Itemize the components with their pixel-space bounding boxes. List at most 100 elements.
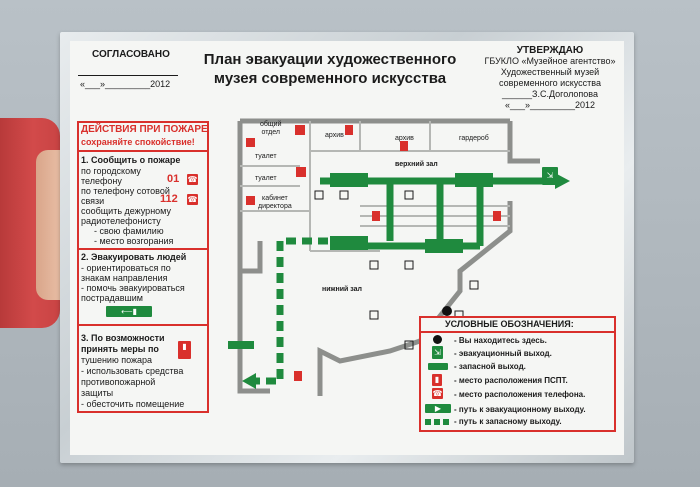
route-arrowhead xyxy=(555,173,570,189)
extinguisher-icon: ▮ xyxy=(432,374,442,386)
legend-title: УСЛОВНЫЕ ОБОЗНАЧЕНИЯ: xyxy=(445,319,574,329)
approve-block: УТВЕРЖДАЮ ГБУКЛО «Музейное агентство» Ху… xyxy=(475,45,625,111)
emergency-exit-icon: ⇲ xyxy=(542,167,558,185)
phone-marker xyxy=(246,196,255,205)
approve-date: «___»_________2012 xyxy=(504,100,596,110)
floor-plan xyxy=(228,118,570,396)
exit-door-icon: ⇲ xyxy=(432,346,443,359)
exhibit-stand xyxy=(339,190,349,200)
extinguisher-icon: ▮ xyxy=(178,341,191,359)
step3-line6: защиты xyxy=(81,388,114,398)
exhibit-stand xyxy=(314,190,324,200)
approve-title: УТВЕРЖДАЮ xyxy=(516,45,584,56)
approve-museum2: современного искусства xyxy=(499,78,601,88)
exhibit-stand xyxy=(404,190,414,200)
exit-sign xyxy=(455,173,493,187)
extinguisher-marker xyxy=(372,211,380,221)
phone-icon: ☎ xyxy=(432,388,443,399)
legend-you-are-here: - Вы находитесь здесь. xyxy=(454,336,547,345)
plan-title-line2: музея современного искусства xyxy=(213,70,447,87)
extinguisher-marker xyxy=(345,125,353,135)
extinguisher-marker xyxy=(493,211,501,221)
plan-title-line1: План эвакуации художественного xyxy=(203,51,457,68)
divider xyxy=(79,150,207,152)
room-toilet-1: туалет xyxy=(255,153,277,160)
extinguisher-marker xyxy=(295,125,305,135)
legend-panel xyxy=(419,316,616,432)
step1-title: 1. Сообщить о пожаре xyxy=(81,155,181,165)
step1-line7: радиотелефонисту xyxy=(81,216,161,226)
you-are-here-icon xyxy=(433,335,442,344)
exhibit-stand xyxy=(404,340,414,350)
approve-sign: ______З.С.Доголопова xyxy=(502,89,598,99)
step3-line7: - обесточить помещение xyxy=(81,399,185,409)
evacuation-arrow-icon: ⟵▮ xyxy=(106,306,152,317)
step1-line4: по телефону сотовой xyxy=(81,186,170,196)
spare-route-arrowhead xyxy=(242,373,256,389)
approve-org: ГБУКЛО «Музейное агентство» xyxy=(484,56,616,66)
room-label: директора xyxy=(258,203,292,210)
step2-line2: - ориентироваться по xyxy=(81,263,171,273)
agreed-title: СОГЛАСОВАНО xyxy=(92,49,170,60)
mobile-phone-number: 112 xyxy=(160,193,178,205)
step1-line3: телефону xyxy=(81,176,122,186)
exhibit-stand xyxy=(404,260,414,270)
fire-instructions-panel xyxy=(77,121,209,413)
exhibit-stand xyxy=(469,280,479,290)
fire-phone-number: 01 xyxy=(167,173,180,185)
spare-route-icon xyxy=(425,419,451,425)
stair-wall xyxy=(237,241,263,274)
divider xyxy=(79,248,207,250)
phone-icon: ☎ xyxy=(187,174,198,185)
step3-line2: принять меры по xyxy=(81,344,159,354)
exhibit-stand xyxy=(369,260,379,270)
exit-sign xyxy=(330,173,368,187)
fire-actions-subtitle: сохраняйте спокойствие! xyxy=(81,137,195,147)
room-lower-hall: нижний зал xyxy=(322,286,363,293)
room-toilet-2: туалет xyxy=(255,175,277,182)
step2-line3: знакам направления xyxy=(81,273,168,283)
step1-line5: связи xyxy=(81,196,105,206)
room-label: кабинет xyxy=(261,195,288,202)
exit-sign xyxy=(330,236,368,250)
evacuation-plan-sheet: СОГЛАСОВАНО «___»_________2012 План эвак… xyxy=(70,41,624,455)
exhibit-stand xyxy=(369,310,379,320)
spare-exit-marker xyxy=(228,341,254,349)
step1-line2: по городскому xyxy=(81,166,141,176)
legend-evac-exit: - эвакуационный выход. xyxy=(454,349,552,358)
step3-line1: 3. По возможности xyxy=(81,333,165,343)
phone-marker xyxy=(246,138,255,147)
step1-line8: - свою фамилию xyxy=(94,226,164,236)
legend-evac-route: - путь к эвакуационному выходу. xyxy=(454,405,586,414)
step2-title: 2. Эвакуировать людей xyxy=(81,252,187,262)
step2-line5: пострадавшим xyxy=(81,293,143,303)
room-label: отдел xyxy=(261,129,281,136)
room-archive-1: архив xyxy=(325,132,344,139)
exit-sign xyxy=(425,239,463,253)
you-are-here-marker xyxy=(442,306,452,316)
divider xyxy=(421,331,614,333)
fire-actions-title: ДЕЙСТВИЯ ПРИ ПОЖАРЕ xyxy=(81,124,208,135)
step1-line6: сообщить дежурному xyxy=(81,206,171,216)
extinguisher-marker xyxy=(400,141,408,151)
step3-line4: - использовать средства xyxy=(81,366,184,376)
legend-spare-route: - путь к запасному выходу. xyxy=(454,417,562,426)
step2-line4: - помочь эвакуироваться xyxy=(81,283,185,293)
divider xyxy=(79,324,207,326)
room-upper-hall: верхний зал xyxy=(395,161,438,168)
spare-exit-icon xyxy=(428,363,448,370)
extinguisher-marker xyxy=(294,371,302,381)
legend-spare-exit: - запасной выход. xyxy=(454,362,526,371)
outer-wall xyxy=(237,271,270,394)
step3-line5: противопожарной xyxy=(81,377,156,387)
room-wardrobe: гардероб xyxy=(459,135,489,142)
spare-route xyxy=(255,237,360,385)
agreed-date: «___»_________2012 xyxy=(80,79,171,89)
phone-icon: ☎ xyxy=(187,194,198,205)
step1-line9: - место возгорания xyxy=(94,236,174,246)
legend-phone: - место расположения телефона. xyxy=(454,390,586,399)
legend-extinguisher: - место расположения ПСПТ. xyxy=(454,376,568,385)
step3-line3: тушению пожара xyxy=(81,355,153,365)
